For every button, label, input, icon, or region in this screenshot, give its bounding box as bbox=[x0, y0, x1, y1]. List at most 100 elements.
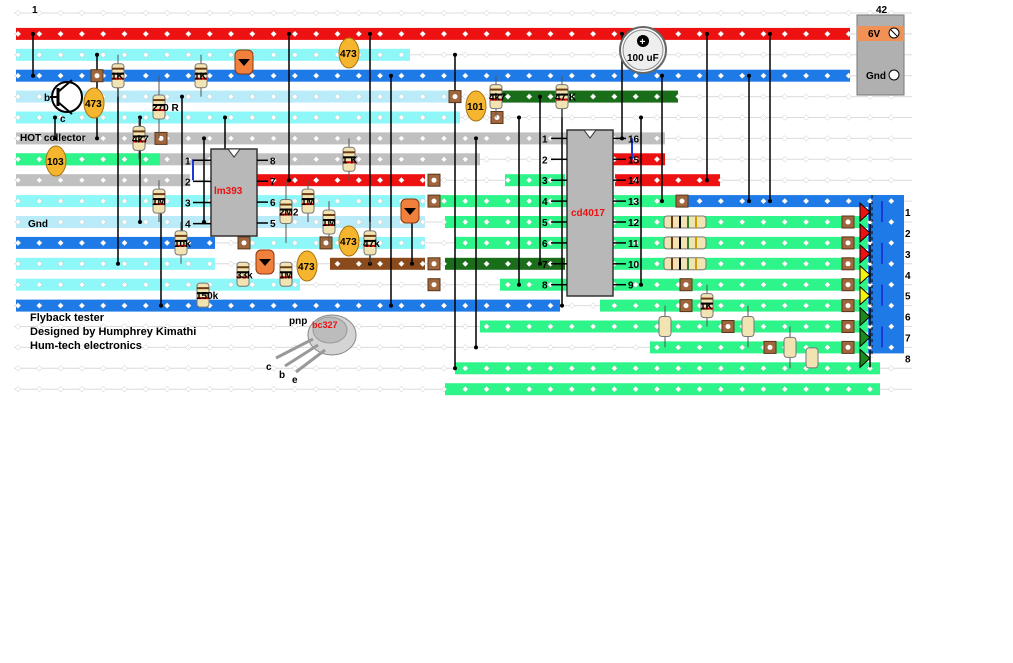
hole bbox=[249, 344, 256, 351]
hole bbox=[78, 156, 86, 163]
hole bbox=[376, 135, 384, 142]
hole bbox=[568, 72, 575, 79]
hole bbox=[611, 114, 618, 121]
hole bbox=[504, 218, 512, 226]
hole bbox=[14, 218, 22, 226]
hole bbox=[483, 135, 490, 142]
hole bbox=[398, 260, 405, 267]
hole bbox=[100, 114, 107, 121]
hole bbox=[675, 93, 682, 100]
hole bbox=[440, 365, 448, 372]
hole bbox=[121, 197, 128, 205]
hole bbox=[57, 260, 64, 267]
hole bbox=[696, 365, 703, 372]
hole bbox=[589, 365, 597, 372]
hole bbox=[675, 72, 682, 79]
cd4017-pin-15: 15 bbox=[628, 155, 640, 166]
pad-hole bbox=[323, 240, 329, 246]
hole bbox=[760, 197, 767, 205]
hole bbox=[121, 30, 128, 38]
copper-strip bbox=[455, 362, 880, 375]
hole bbox=[419, 135, 426, 142]
hole bbox=[398, 30, 405, 38]
hole bbox=[675, 30, 682, 38]
hole bbox=[36, 177, 43, 184]
hole bbox=[78, 344, 86, 351]
hole bbox=[313, 177, 320, 184]
hole bbox=[589, 344, 597, 351]
jumper-wires bbox=[31, 31, 883, 371]
hole bbox=[696, 386, 703, 393]
hole bbox=[739, 365, 746, 372]
transistor-symbol: b c bbox=[44, 79, 83, 125]
pad-hole bbox=[452, 94, 458, 100]
cd4017-pin-6: 6 bbox=[542, 239, 548, 250]
hole bbox=[121, 218, 128, 226]
hole bbox=[355, 177, 362, 184]
hole bbox=[270, 302, 277, 309]
hole bbox=[270, 114, 277, 121]
hole bbox=[675, 114, 682, 121]
hole bbox=[121, 365, 128, 372]
hole bbox=[802, 114, 810, 121]
hole bbox=[334, 114, 341, 121]
hole bbox=[866, 135, 874, 142]
hole bbox=[824, 51, 831, 58]
hole bbox=[36, 386, 43, 393]
screw-terminal-icon bbox=[888, 69, 900, 81]
hole bbox=[291, 323, 299, 330]
hole bbox=[57, 114, 64, 121]
hole bbox=[291, 72, 299, 79]
cd4017-pin-16: 16 bbox=[628, 134, 640, 145]
hole bbox=[227, 114, 235, 121]
hole bbox=[291, 93, 299, 100]
copper-strip bbox=[16, 27, 850, 40]
hole bbox=[121, 93, 128, 100]
svg-text:+: + bbox=[640, 37, 646, 48]
hole bbox=[717, 93, 725, 100]
hole bbox=[696, 281, 703, 288]
capacitor-value: 473 bbox=[85, 99, 102, 110]
hole bbox=[888, 239, 895, 247]
hole bbox=[462, 302, 469, 309]
hole bbox=[270, 386, 277, 393]
resistor-body bbox=[663, 236, 707, 250]
company-note: Hum-tech electronics bbox=[30, 340, 142, 352]
hole bbox=[334, 93, 341, 100]
hole bbox=[440, 323, 448, 330]
hole bbox=[14, 9, 22, 17]
hole bbox=[376, 281, 384, 288]
hole bbox=[632, 177, 639, 184]
hole bbox=[696, 51, 703, 58]
resistor-value: 47 K bbox=[555, 93, 577, 104]
hole bbox=[142, 72, 149, 79]
hole bbox=[547, 197, 554, 205]
hole bbox=[739, 344, 746, 351]
resistor-value: 33k bbox=[236, 270, 253, 281]
hole bbox=[717, 344, 725, 351]
hole bbox=[185, 30, 192, 38]
hole bbox=[824, 156, 831, 163]
hole bbox=[845, 156, 852, 163]
cd4017-pin-13: 13 bbox=[628, 197, 640, 208]
hole bbox=[100, 365, 107, 372]
hole bbox=[526, 9, 533, 17]
hole bbox=[845, 197, 852, 205]
hole bbox=[483, 30, 490, 38]
hole bbox=[802, 51, 810, 58]
hole bbox=[802, 218, 810, 226]
hole bbox=[57, 323, 64, 330]
hole bbox=[866, 323, 874, 330]
hole bbox=[36, 302, 43, 309]
hole bbox=[781, 93, 788, 100]
hole bbox=[440, 386, 448, 393]
hole bbox=[376, 177, 384, 184]
hole bbox=[206, 30, 213, 38]
hole bbox=[547, 51, 554, 58]
hole bbox=[547, 365, 554, 372]
ceramic-capacitor bbox=[45, 145, 67, 177]
hole bbox=[675, 9, 682, 17]
hole bbox=[802, 156, 810, 163]
hole bbox=[462, 114, 469, 121]
hole bbox=[802, 323, 810, 330]
